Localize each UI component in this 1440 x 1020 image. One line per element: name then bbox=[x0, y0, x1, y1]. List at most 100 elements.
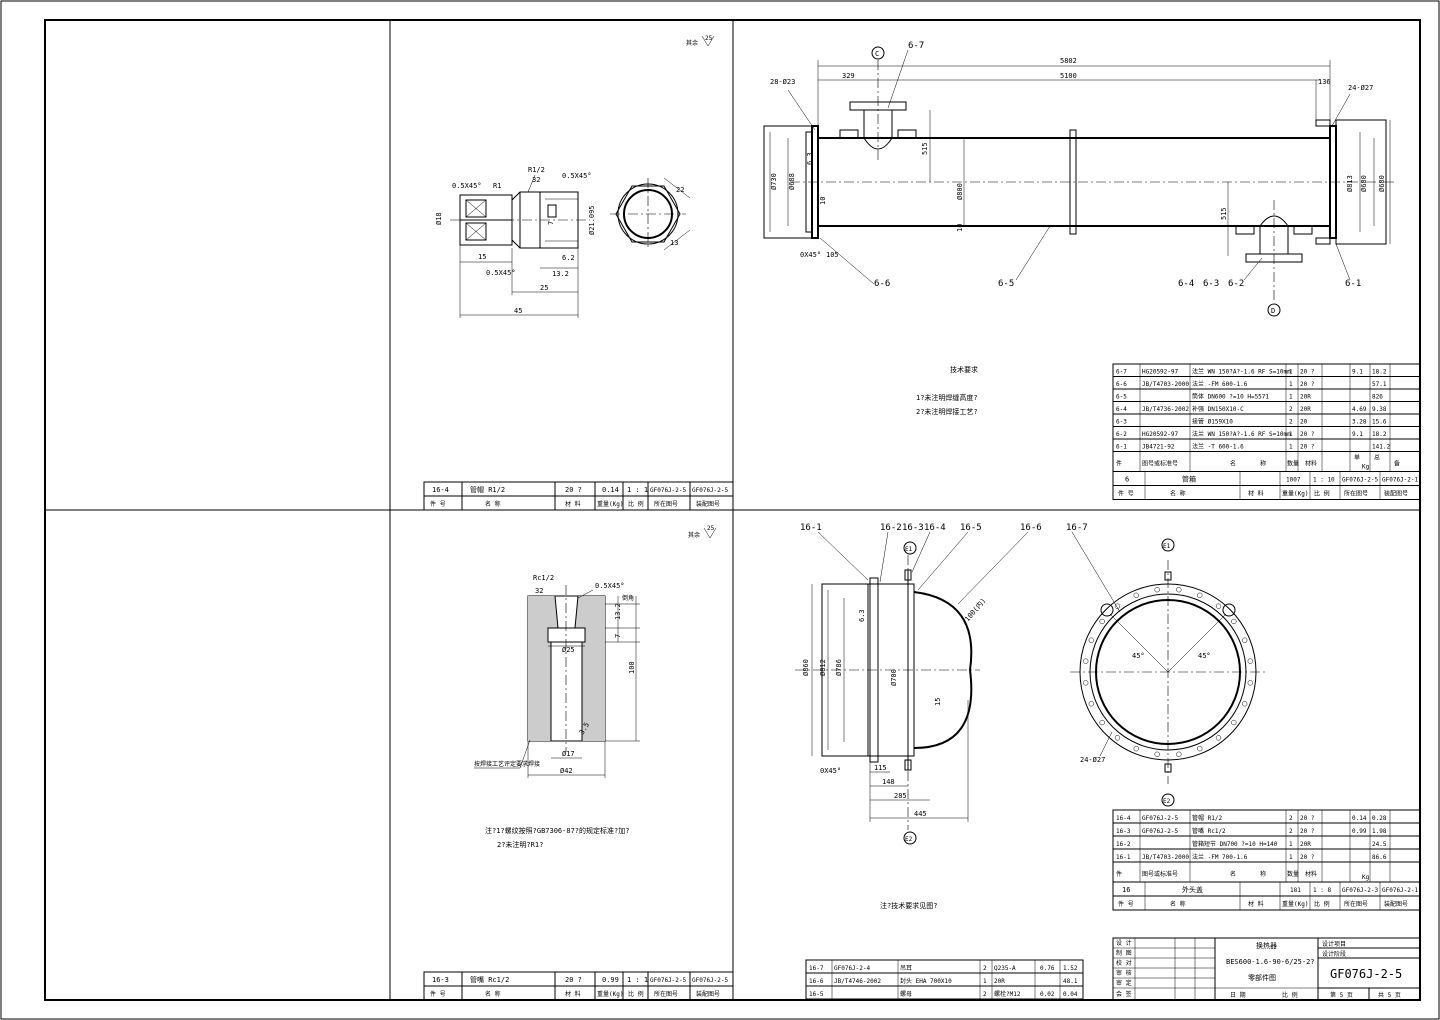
tbl-a-h4: 重量(Kg) bbox=[597, 500, 623, 508]
dim-515-top: 515 bbox=[921, 142, 929, 155]
sum-d-h3: 材 料 bbox=[1248, 900, 1264, 908]
sum-c-h3: 材 料 bbox=[1248, 490, 1264, 498]
sum-d-h4: 重量(Kg) bbox=[1282, 900, 1308, 908]
bolt-hole bbox=[1231, 719, 1237, 726]
phead-d-c1: 件 bbox=[1116, 870, 1122, 878]
partsD-mat: 20 ? bbox=[1300, 828, 1315, 835]
bolt-hole bbox=[1242, 637, 1248, 643]
tbl-a-no: 16-4 bbox=[432, 486, 449, 494]
partsC-mat: 20 ? bbox=[1300, 369, 1315, 376]
partsD-name: 管帽 R1/2 bbox=[1192, 814, 1222, 822]
dim-b-7: 7 bbox=[614, 634, 622, 638]
dim-d730: Ø730 bbox=[770, 173, 778, 190]
partsD-total: 24.5 bbox=[1372, 841, 1387, 848]
bubble-c-label: C bbox=[875, 50, 879, 58]
partsC-mat: 20 bbox=[1300, 419, 1308, 426]
sum-d-draw2: GF076J-2-1 bbox=[1382, 887, 1419, 894]
dim-d688: Ø688 bbox=[788, 173, 796, 190]
sum-c-h1: 件 号 bbox=[1118, 490, 1134, 498]
leader-16-4: 16-4 bbox=[924, 523, 946, 533]
lower-total: 0.04 bbox=[1063, 991, 1078, 998]
leader-6-1: 6-1 bbox=[1345, 279, 1361, 289]
chamfer-label-1: 0.5X45° bbox=[452, 182, 482, 190]
tbl-b-weight: 0.99 bbox=[602, 976, 619, 984]
tb-stage: 设计阶段 bbox=[1322, 950, 1346, 958]
partsD-std: GF076J-2-5 bbox=[1142, 828, 1179, 835]
partsC-qty: 1 bbox=[1289, 394, 1293, 401]
lower-name: 螺母 bbox=[900, 990, 912, 998]
partsC-total: 15.6 bbox=[1372, 419, 1387, 426]
dim-d812: Ø812 bbox=[819, 659, 827, 676]
chamfer-label-3: 0.5X45° bbox=[486, 269, 516, 277]
partsC-name: 法兰 -T 600-1.6 bbox=[1192, 443, 1244, 451]
tbl-b-h5: 比 例 bbox=[628, 990, 644, 998]
leader-16-6: 16-6 bbox=[1020, 523, 1042, 533]
sum-c-h2: 名 称 bbox=[1170, 490, 1186, 498]
dim-d-15: 15 bbox=[934, 698, 942, 706]
leader-6-6: 6-6 bbox=[874, 279, 890, 289]
bolt-hole bbox=[1114, 603, 1121, 609]
dim-100-inner: 100(内) bbox=[963, 596, 988, 623]
phead-d-c5: 数量 bbox=[1287, 870, 1299, 878]
edge-label: 倒角 bbox=[622, 594, 634, 602]
tb-sheet: 第 5 页 bbox=[1330, 991, 1353, 999]
tbl-a-drawing2: GF076J-2-5 bbox=[692, 487, 729, 494]
dim-6-2: 6.2 bbox=[562, 254, 575, 262]
dim-5100: 5100 bbox=[1060, 72, 1077, 80]
bolt-hole bbox=[1176, 587, 1182, 593]
partsC-mat: 20 ? bbox=[1300, 431, 1315, 438]
partsC-no: 6-6 bbox=[1116, 381, 1127, 388]
bolt-hole bbox=[1083, 658, 1089, 664]
bolt-hole bbox=[1114, 735, 1121, 741]
partsC-name: 法兰 WN 150?A?-1.6 RF S=10mm bbox=[1192, 368, 1291, 376]
tbl-a-h3: 材 料 bbox=[565, 500, 581, 508]
dim-7: 7 bbox=[547, 221, 555, 225]
radius-r1: R1 bbox=[493, 182, 501, 190]
partsD-qty: 1 bbox=[1289, 854, 1293, 861]
tbl-b-h6: 所在图号 bbox=[654, 990, 678, 998]
panel-c-shell: C D 5802 5100 329 136 515 515 Ø800 Ø730 … bbox=[763, 41, 1421, 500]
dim-13-2: 13.2 bbox=[552, 270, 569, 278]
sum-d-h6: 所在图号 bbox=[1344, 900, 1368, 908]
bolt-hole bbox=[1099, 719, 1105, 726]
bolt-callout-d: 24-Ø27 bbox=[1080, 756, 1105, 764]
partsC-std: JB/T4703-2000 bbox=[1142, 381, 1189, 388]
phead-c8: 总 bbox=[1374, 454, 1380, 462]
tbl-a-name: 管帽 R1/2 bbox=[470, 485, 505, 494]
bolt-hole bbox=[1154, 751, 1160, 757]
dim-d21: Ø21.095 bbox=[588, 205, 596, 235]
lower-no: 16-5 bbox=[809, 991, 824, 998]
bubble-c bbox=[871, 46, 885, 60]
dim-10: 10 bbox=[956, 224, 964, 232]
tb-row-5: 审 定 bbox=[1116, 979, 1132, 987]
partsD-qty: 2 bbox=[1289, 815, 1293, 822]
leader-16-5: 16-5 bbox=[960, 523, 982, 533]
dim-d800: Ø800 bbox=[956, 183, 964, 200]
partsC-qty: 2 bbox=[1289, 406, 1293, 413]
tbl-b-mat: 20 ? bbox=[565, 976, 582, 984]
partsC-mat: 20R bbox=[1300, 394, 1311, 401]
lower-mat: 20R bbox=[994, 978, 1005, 985]
lower-name: 吊耳 bbox=[900, 965, 912, 972]
partsC-mat: 20R bbox=[1300, 406, 1311, 413]
note-b-2: 2?未注明?R1? bbox=[497, 840, 543, 849]
roughness-value-b: 25 bbox=[707, 525, 715, 532]
thread-label-b: Rc1/2 bbox=[533, 574, 554, 582]
lower-qty: 2 bbox=[983, 991, 987, 998]
tb-code: GF076J-2-5 bbox=[1330, 967, 1402, 981]
tb-row-1: 设 计 bbox=[1116, 939, 1132, 947]
roughness-symbol-a bbox=[701, 35, 715, 47]
dim-285: 285 bbox=[894, 792, 907, 800]
note-c-2: 2?未注明焊接工艺? bbox=[916, 407, 978, 416]
callout-24: 24-Ø27 bbox=[1348, 84, 1373, 92]
dim-d860: Ø860 bbox=[802, 659, 810, 676]
partsC-no: 6-7 bbox=[1116, 369, 1127, 376]
bolt-hole bbox=[1083, 680, 1089, 686]
chamfer-label-2: 0.5X45° bbox=[562, 172, 592, 180]
partsD-unit: 0.14 bbox=[1352, 815, 1367, 822]
leader-16-7: 16-7 bbox=[1066, 523, 1088, 533]
partsC-no: 6-1 bbox=[1116, 444, 1127, 451]
note-c-title: 技术要求 bbox=[950, 365, 978, 374]
